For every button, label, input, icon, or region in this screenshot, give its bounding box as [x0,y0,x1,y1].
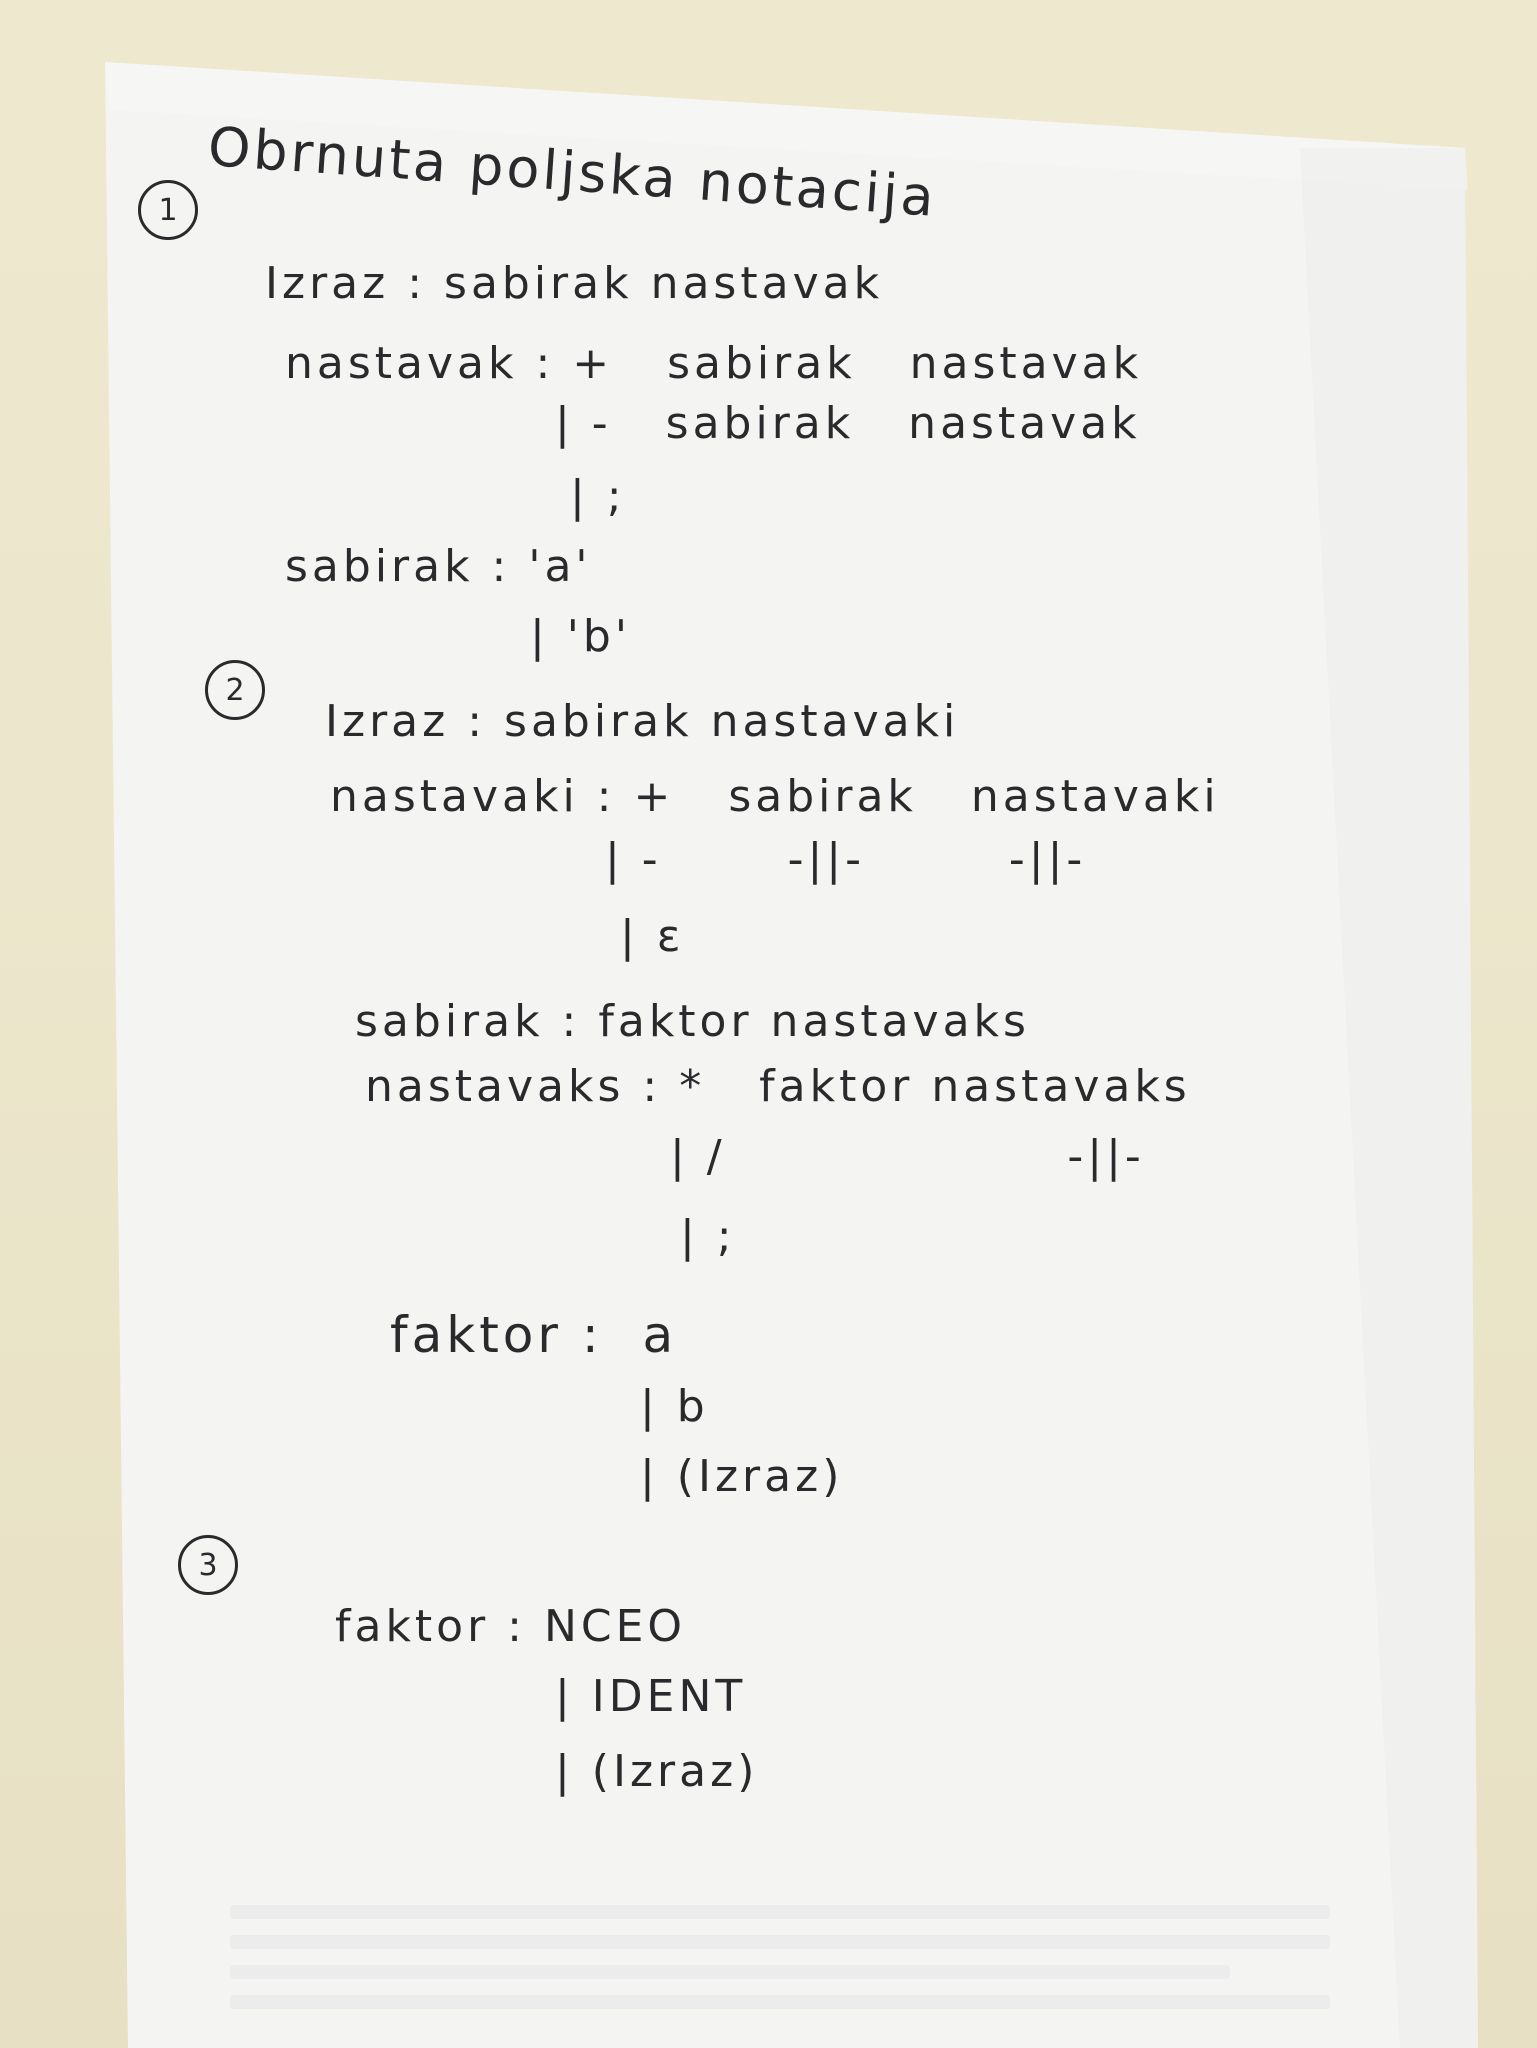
rule-line: faktor : NCEO [335,1601,687,1652]
rule-line: | (Izraz) [640,1451,844,1502]
rule-line: | ε [620,911,685,962]
faint-print-line [230,1965,1230,1979]
rule-line: | - -||- -||- [605,834,1087,885]
faint-print-line [230,1935,1330,1949]
rule-line: | ; [570,471,626,522]
rule-line: | 'b' [530,611,631,662]
rule-line: | ; [680,1211,736,1262]
faint-print-line [230,1995,1330,2009]
rule-line: nastavaki : + sabirak nastavaki [330,771,1220,822]
rule-line: sabirak : 'a' [285,541,592,592]
rule-line: | - sabirak nastavak [555,398,1141,449]
rule-line: | IDENT [555,1671,747,1722]
section-number-1: 1 [138,180,198,240]
rule-line: | (Izraz) [555,1746,759,1797]
rule-line: faktor : a [390,1306,678,1364]
rule-line: | / -||- [670,1131,1145,1182]
section-number-3: 3 [178,1535,238,1595]
rule-line: Izraz : sabirak nastavaki [325,696,960,747]
rule-line: sabirak : faktor nastavaks [355,996,1030,1047]
rule-line: nastavak : + sabirak nastavak [285,338,1143,389]
rule-line: Izraz : sabirak nastavak [265,258,884,309]
faint-print-line [230,1905,1330,1919]
rule-line: | b [640,1381,709,1432]
section-number-2: 2 [205,660,265,720]
rule-line: nastavaks : * faktor nastavaks [365,1061,1191,1112]
